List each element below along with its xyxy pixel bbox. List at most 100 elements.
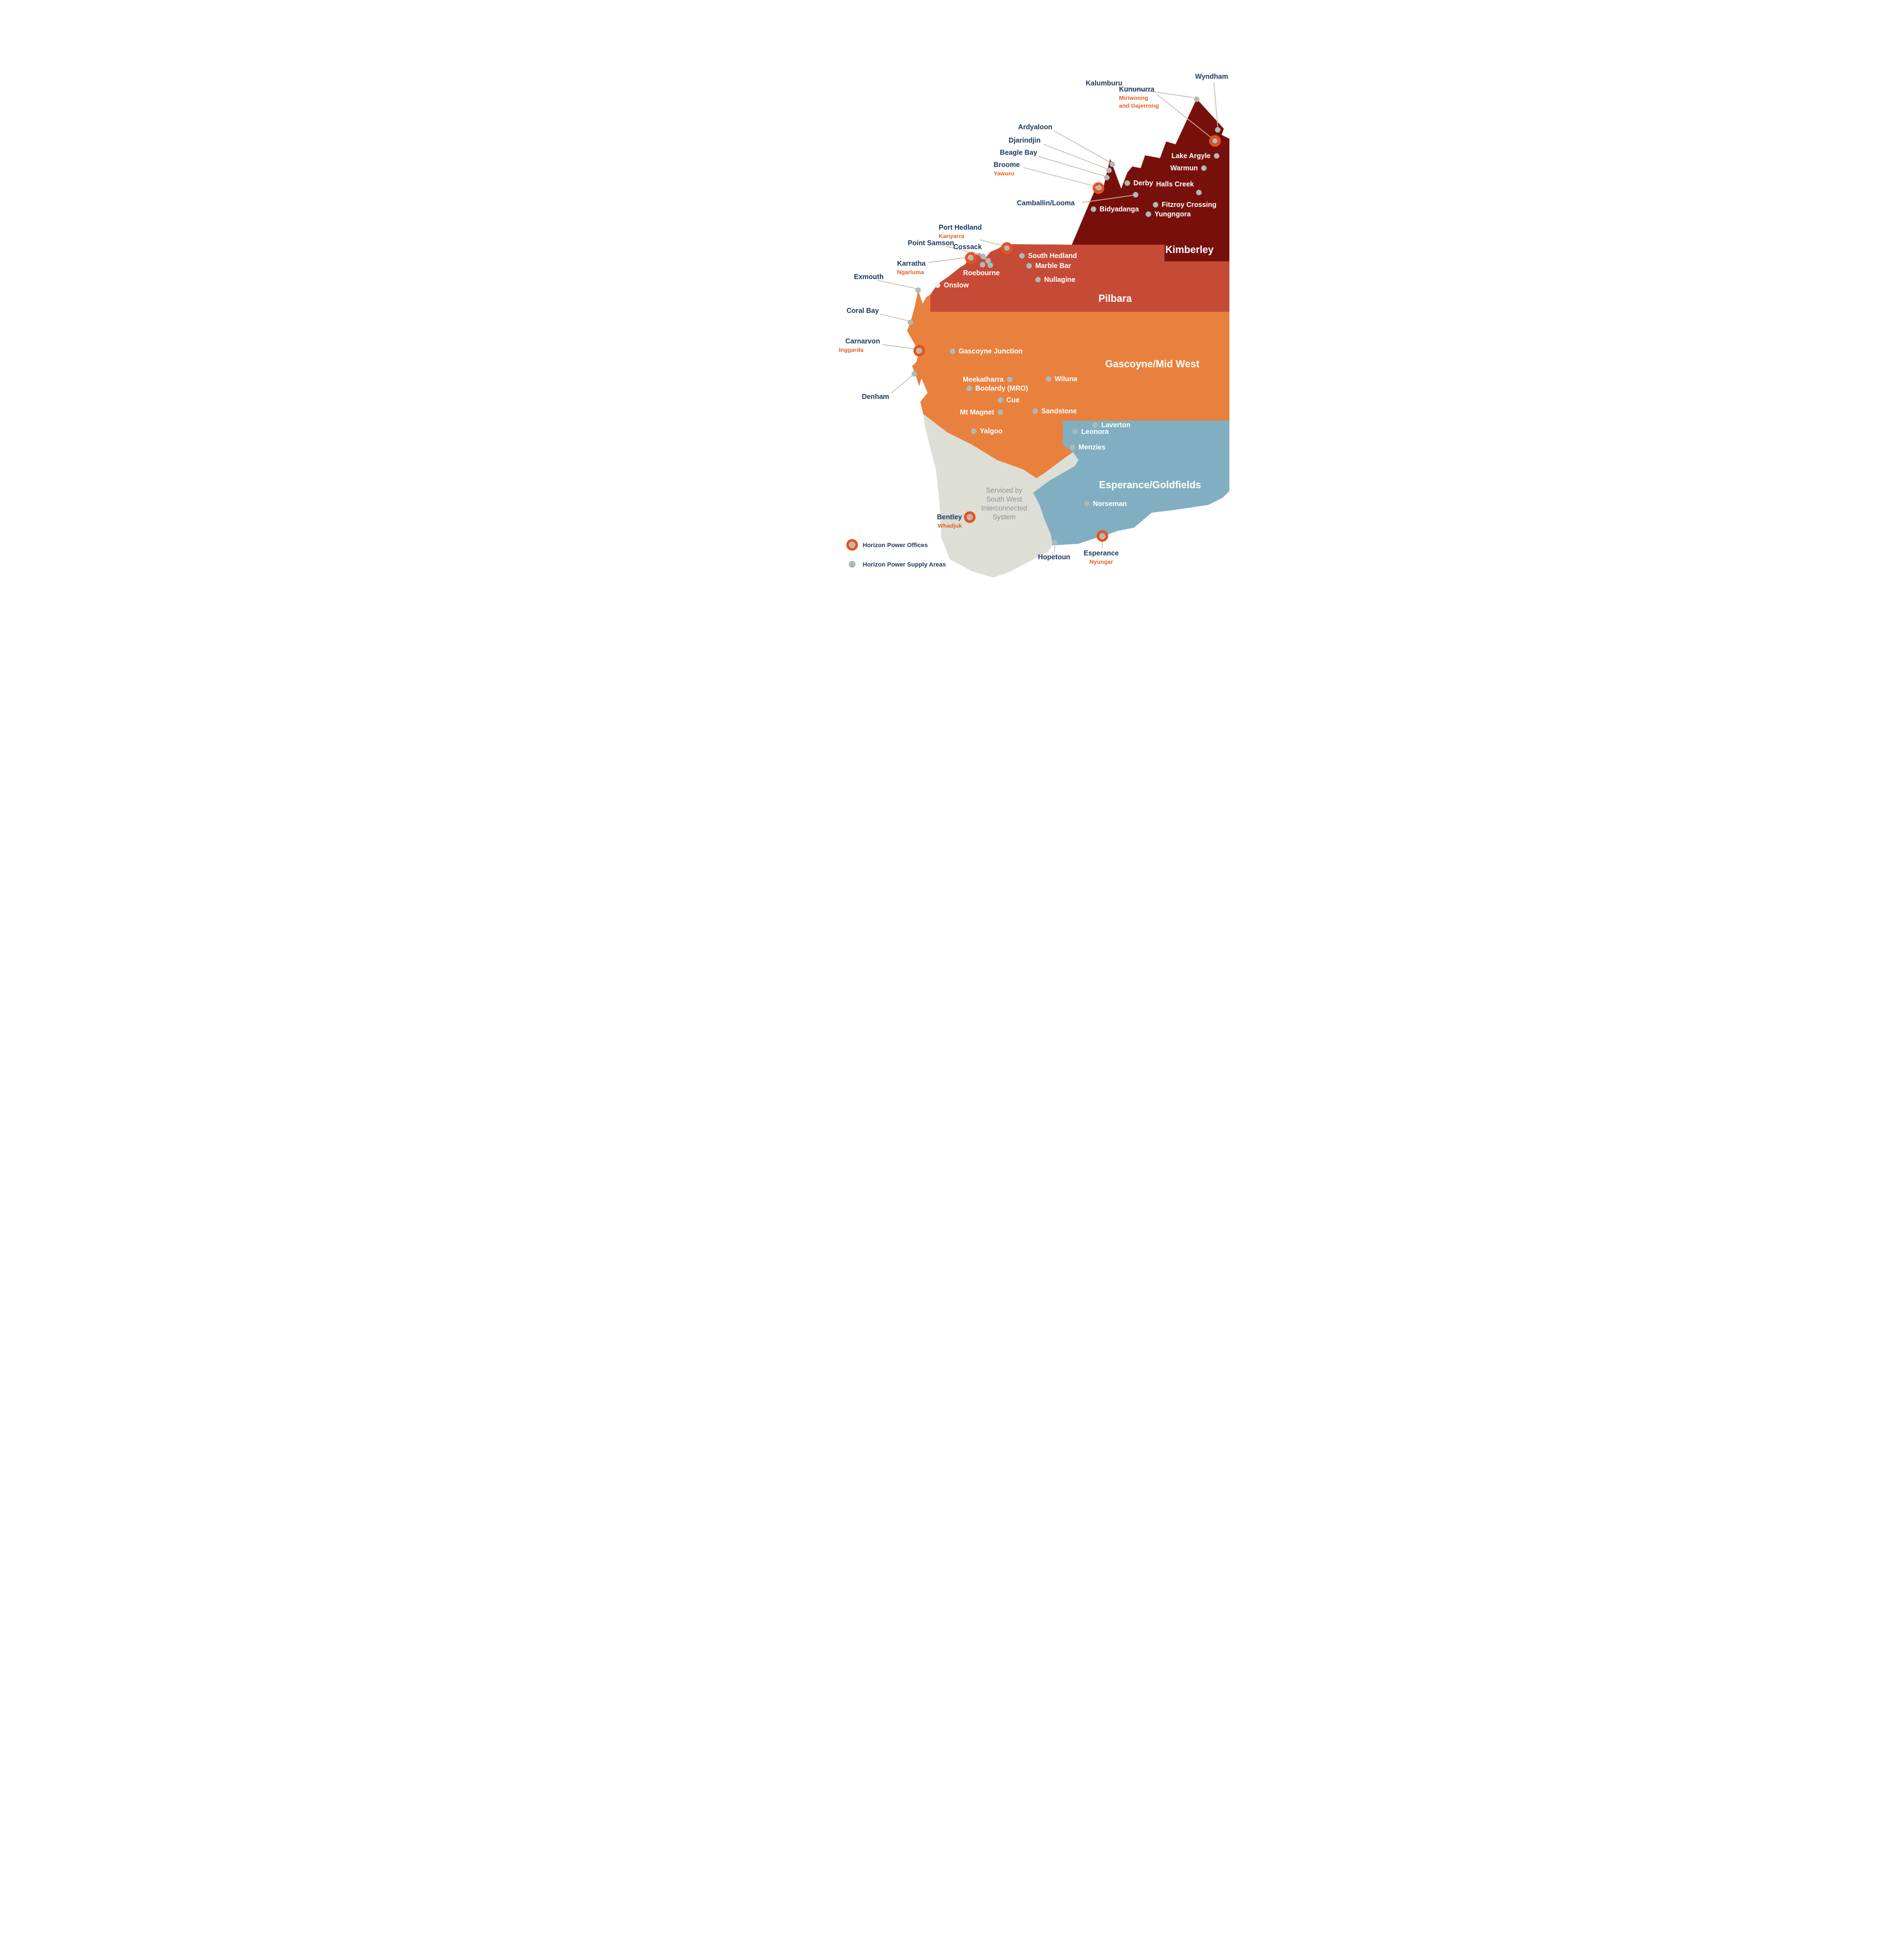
svg-text:Esperance: Esperance (1083, 549, 1118, 557)
town-onslow: Onslow (935, 281, 969, 289)
svg-text:Serviced by: Serviced by (986, 487, 1022, 494)
svg-text:Roebourne: Roebourne (963, 269, 1000, 277)
svg-text:Leonora: Leonora (1081, 428, 1109, 436)
office-core (916, 348, 922, 353)
town-mt-magnet: Mt Magnet (960, 408, 1003, 416)
supply-dot (1072, 429, 1078, 434)
svg-text:Nullagine: Nullagine (1044, 276, 1075, 284)
svg-text:Ardyaloon: Ardyaloon (1018, 123, 1052, 131)
town-yalgoo: Yalgoo (971, 427, 1002, 435)
town-kalumburu: Kalumburu (1086, 79, 1199, 102)
office-core (1096, 185, 1101, 191)
supply-dot (1214, 153, 1219, 159)
town-denham: Denham (862, 371, 917, 401)
office-core (1212, 138, 1218, 144)
supply-dot (915, 287, 921, 293)
supply-dot (1032, 408, 1038, 414)
supply-dot (1091, 206, 1096, 212)
supply-dot (1194, 97, 1199, 102)
svg-text:South Hedland: South Hedland (1028, 252, 1077, 260)
region-swis (923, 414, 1078, 578)
svg-text:Yungngora: Yungngora (1154, 210, 1191, 218)
supply-dot (980, 254, 986, 259)
town-karratha: Karratha Ngarluma (897, 252, 977, 276)
town-exmouth: Exmouth (854, 273, 921, 293)
town-cossack: Cossack (953, 243, 991, 264)
town-lake-argyle: Lake Argyle (1172, 152, 1219, 160)
svg-text:Inggarda: Inggarda (839, 347, 863, 353)
svg-text:Kununurra: Kununurra (1119, 85, 1155, 93)
svg-text:Camballin/Looma: Camballin/Looma (1017, 199, 1075, 207)
legend-office-label: Horizon Power Offices (863, 542, 928, 549)
svg-text:Denham: Denham (862, 393, 889, 401)
svg-text:Onslow: Onslow (944, 281, 969, 289)
office-marker (1096, 530, 1108, 542)
town-sandstone: Sandstone (1032, 407, 1077, 415)
office-marker (965, 252, 977, 264)
supply-dot (912, 371, 917, 377)
svg-text:Meekatharra: Meekatharra (963, 376, 1004, 383)
office-core (968, 255, 974, 261)
office-marker (1092, 182, 1105, 194)
town-boolardy: Boolardy (MRO) (966, 385, 1028, 392)
town-warmun: Warmun (1170, 164, 1207, 172)
office-marker (913, 345, 925, 357)
svg-text:Nyungar: Nyungar (1090, 559, 1113, 565)
supply-dot (1104, 175, 1110, 180)
town-carnarvon: Carnarvon Inggarda (839, 337, 925, 357)
svg-text:Gascoyne Junction: Gascoyne Junction (959, 347, 1022, 355)
town-nullagine: Nullagine (1035, 276, 1075, 284)
supply-dot (1146, 211, 1151, 217)
svg-text:Menzies: Menzies (1078, 443, 1106, 451)
svg-text:Wyndham: Wyndham (1195, 73, 1228, 80)
office-marker (1209, 135, 1221, 147)
region-label-pilbara: Pilbara (1098, 293, 1132, 304)
svg-text:Fitzroy Crossing: Fitzroy Crossing (1162, 201, 1217, 209)
office-marker (1001, 242, 1013, 254)
svg-text:System: System (992, 513, 1016, 521)
legend-supply-icon (849, 561, 855, 568)
svg-text:South West: South West (986, 495, 1022, 503)
town-meekatharra: Meekatharra (963, 376, 1012, 383)
supply-dot (997, 397, 1003, 403)
supply-dot (966, 386, 972, 391)
town-ardyaloon: Ardyaloon (1018, 123, 1115, 167)
svg-text:Kalumburu: Kalumburu (1086, 79, 1122, 87)
region-esperance-goldfields (1033, 421, 1229, 545)
office-core (1004, 245, 1010, 251)
town-wiluna: Wiluna (1046, 375, 1078, 383)
town-cue: Cue (997, 396, 1020, 404)
svg-text:Karratha: Karratha (897, 260, 926, 267)
town-djarindjin: Djarindjin (1009, 136, 1112, 173)
town-coral-bay: Coral Bay (847, 307, 913, 325)
supply-dot (1092, 422, 1098, 428)
town-yungngora: Yungngora (1146, 210, 1191, 218)
svg-text:Miriwoong: Miriwoong (1119, 95, 1148, 102)
town-wyndham: Wyndham (1195, 73, 1228, 133)
svg-text:Beagle Bay: Beagle Bay (1000, 149, 1037, 156)
svg-text:Exmouth: Exmouth (854, 273, 883, 281)
svg-text:Bidyadanga: Bidyadanga (1100, 205, 1140, 213)
svg-text:Marble Bar: Marble Bar (1035, 262, 1071, 270)
svg-text:Sandstone: Sandstone (1041, 407, 1077, 415)
supply-dot (1019, 253, 1025, 259)
office-marker (964, 511, 976, 523)
supply-dot (1215, 127, 1221, 133)
supply-dot (935, 282, 940, 288)
town-derby: Derby (1125, 179, 1153, 187)
supply-dot (1201, 165, 1207, 171)
svg-text:Broome: Broome (994, 161, 1020, 169)
town-gascoyne-junction: Gascoyne Junction (950, 347, 1022, 355)
town-leonora: Leonora (1072, 428, 1109, 436)
supply-dot (1106, 168, 1112, 173)
supply-dot (971, 428, 976, 434)
town-norseman: Norseman (1084, 500, 1127, 508)
svg-text:Cossack: Cossack (953, 243, 981, 251)
supply-dot (985, 258, 991, 264)
svg-text:Laverton: Laverton (1101, 421, 1131, 429)
svg-text:Interconnected: Interconnected (981, 504, 1027, 512)
svg-text:Point Samson: Point Samson (908, 239, 954, 247)
supply-dot (1070, 444, 1075, 450)
office-core (1100, 533, 1105, 539)
town-laverton: Laverton (1092, 421, 1131, 429)
